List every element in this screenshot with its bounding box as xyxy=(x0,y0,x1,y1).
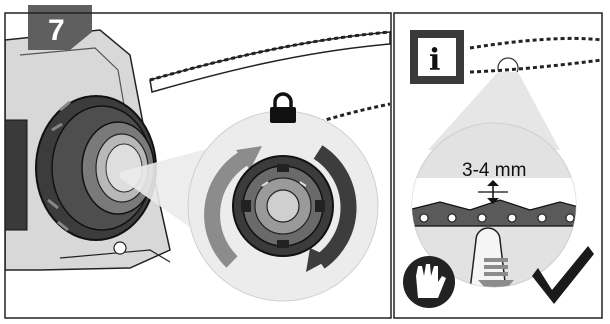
chain-links xyxy=(408,200,590,226)
protective-gloves-icon xyxy=(403,256,455,308)
info-symbol: i xyxy=(429,43,440,78)
left-panel xyxy=(5,13,391,318)
info-badge: i xyxy=(410,30,464,84)
step-number: 7 xyxy=(48,14,65,47)
zoom-circle xyxy=(188,111,378,301)
tension-gap-label: 3-4 mm xyxy=(462,160,526,181)
knob-top-view xyxy=(233,156,333,256)
